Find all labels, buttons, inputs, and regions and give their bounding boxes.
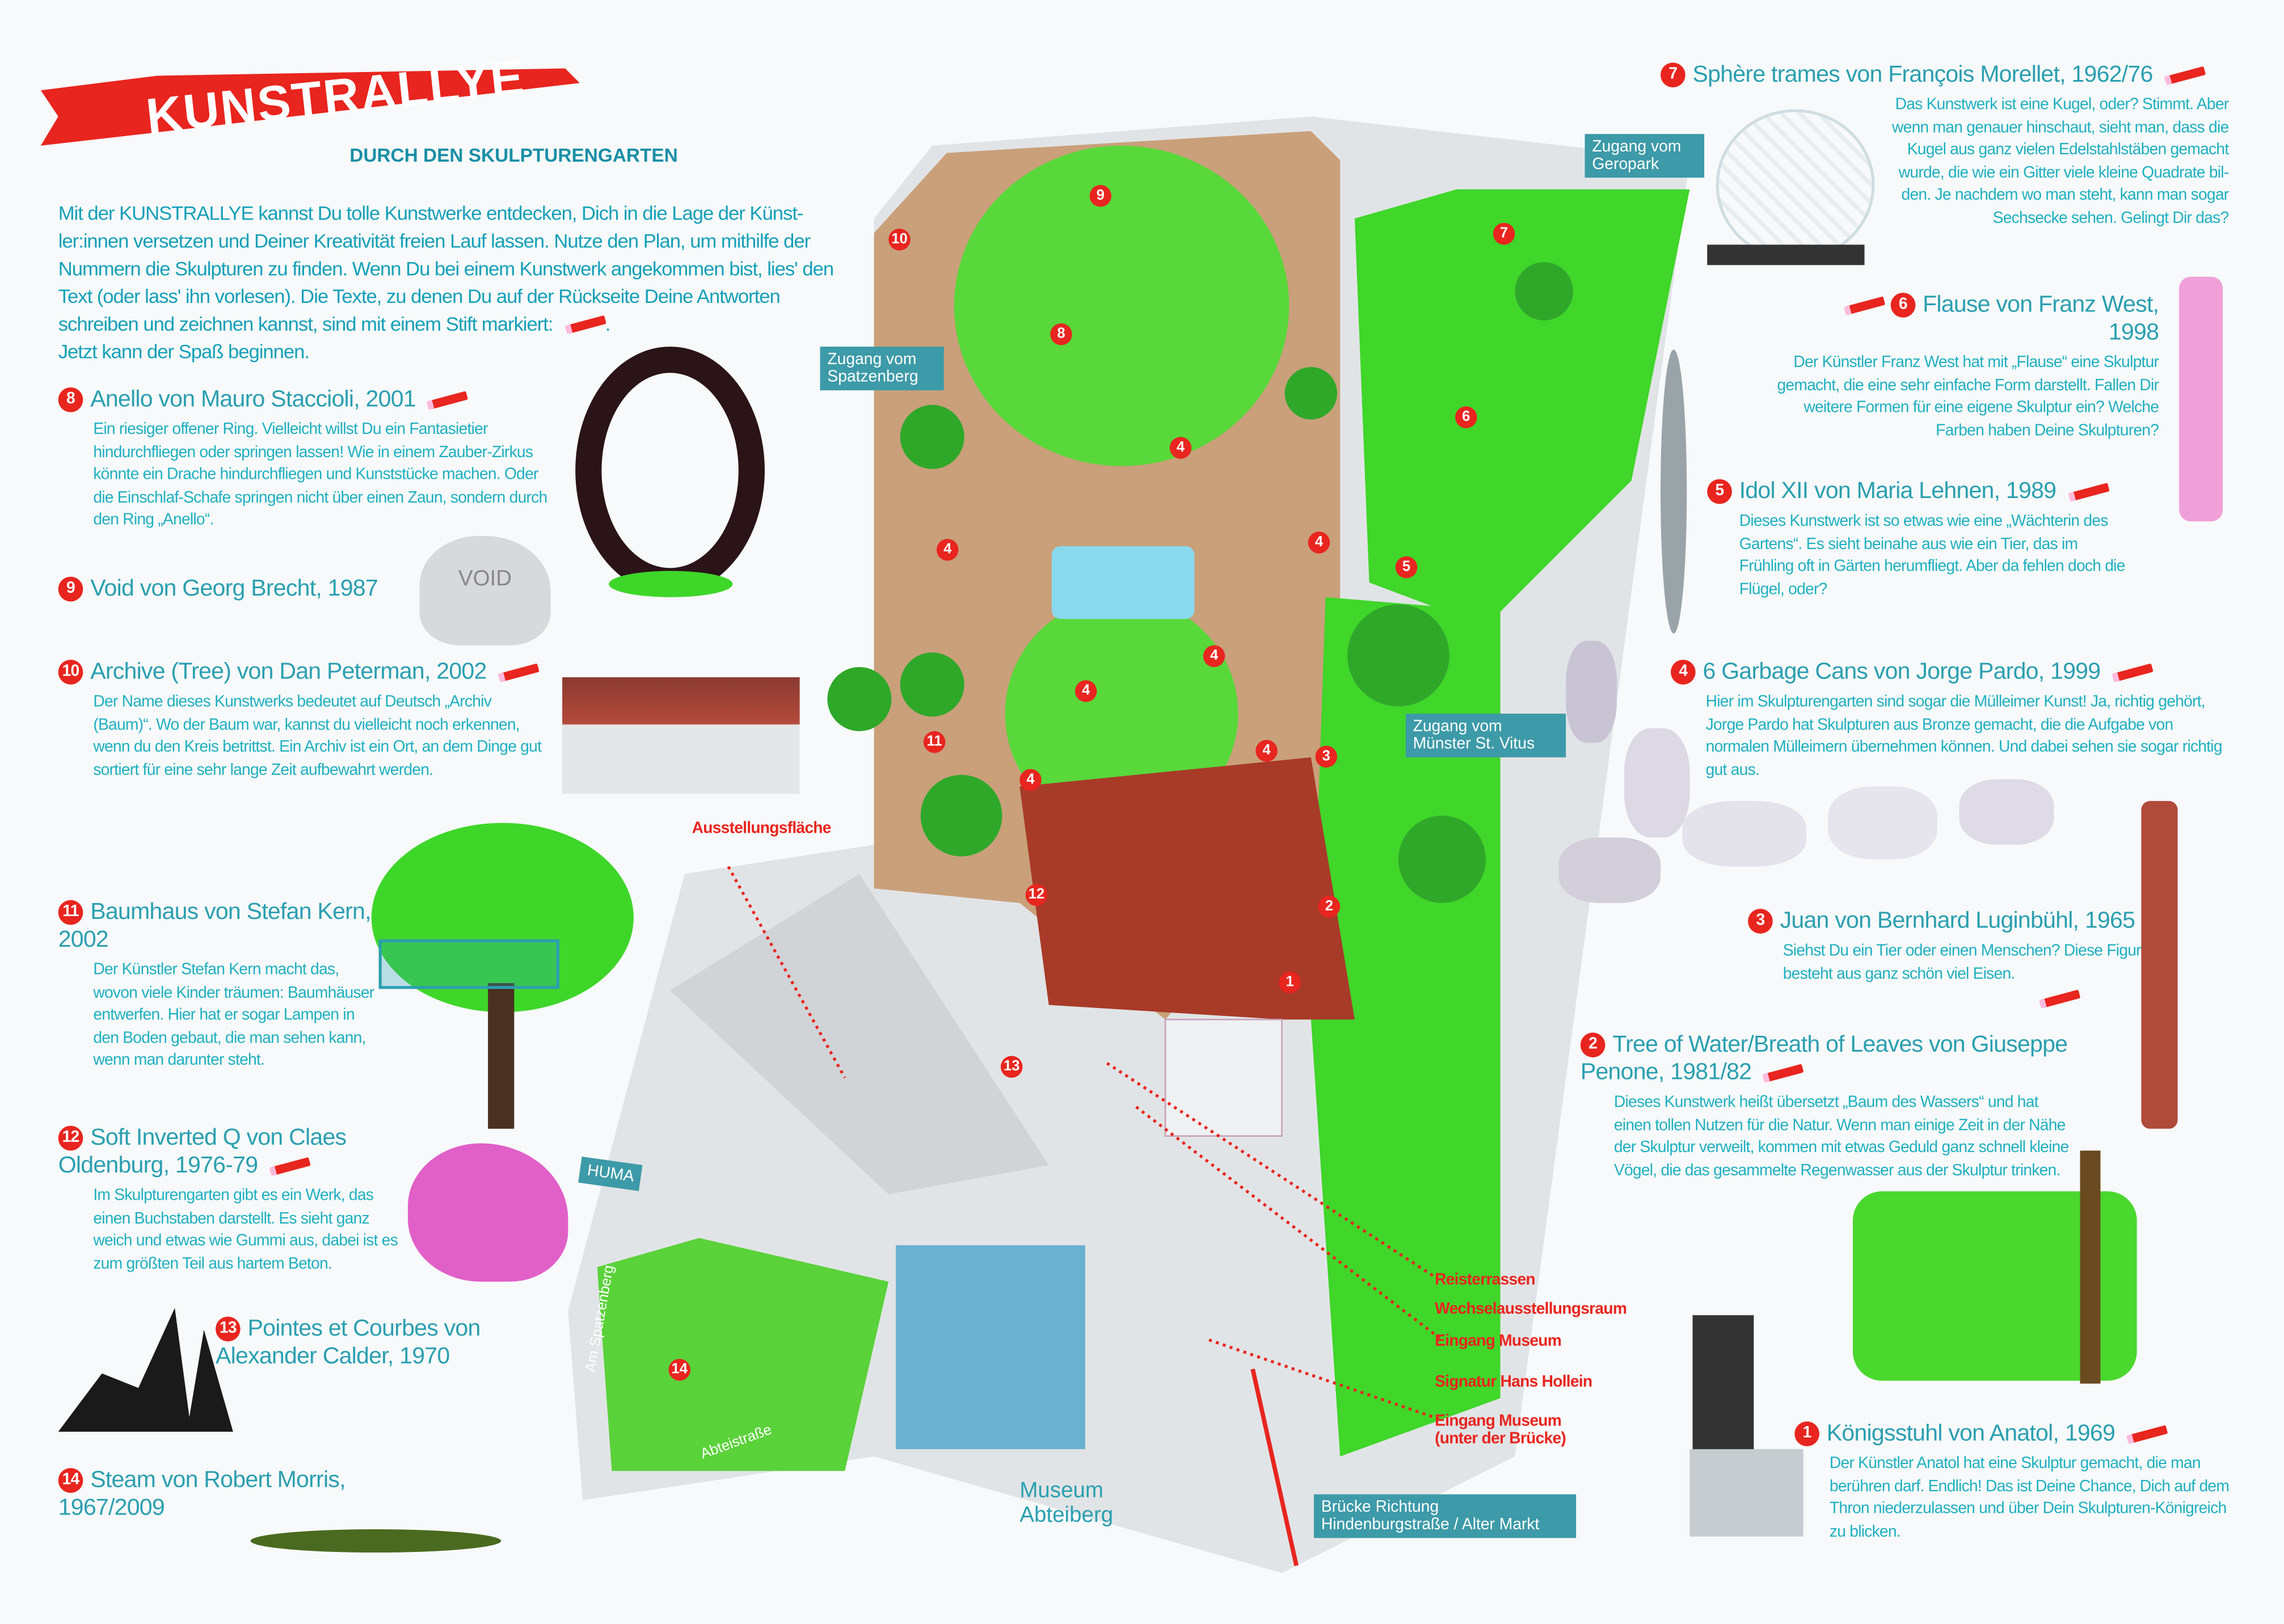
pencil-icon [427, 390, 469, 410]
map-marker-4[interactable]: 4 [1074, 680, 1097, 702]
map-marker-13[interactable]: 13 [1000, 1056, 1023, 1078]
garbage-cans-illustration [1558, 640, 2061, 903]
pencil-icon [2067, 482, 2109, 501]
title-banner [40, 68, 580, 146]
pencil-icon [2112, 663, 2154, 682]
label-eingang-bruecke: Eingang Museum (unter der Brücke) [1435, 1412, 1566, 1448]
map-marker-5[interactable]: 5 [1395, 556, 1418, 579]
pencil-icon [1763, 1063, 1805, 1083]
map-marker-10[interactable]: 10 [888, 229, 911, 251]
label-ausstellungsflaeche: Ausstellungsfläche [692, 820, 832, 838]
map-marker-4[interactable]: 4 [1169, 437, 1192, 459]
map-marker-14[interactable]: 14 [668, 1359, 691, 1381]
void-stone: VOID [419, 535, 551, 646]
intro-text: Mit der KUNSTRALLYE kannst Du tolle Kuns… [58, 202, 834, 363]
label-eingang-museum: Eingang Museum [1435, 1332, 1562, 1351]
garden-map [568, 116, 1690, 1574]
idol-sculpture [1661, 349, 1687, 634]
map-marker-6[interactable]: 6 [1455, 406, 1477, 428]
throne-seat [1689, 1449, 1803, 1537]
tree-trunk [2080, 1150, 2101, 1384]
entrance-muenster: Zugang vom Münster St. Vitus [1405, 714, 1566, 758]
map-marker-4[interactable]: 4 [1308, 532, 1330, 554]
map-marker-4[interactable]: 4 [936, 539, 959, 561]
map-marker-3[interactable]: 3 [1315, 745, 1338, 768]
map-marker-12[interactable]: 12 [1025, 884, 1048, 906]
grass [609, 571, 733, 597]
map-marker-2[interactable]: 2 [1318, 896, 1341, 918]
flause-sculpture [2179, 276, 2223, 522]
map-marker-4[interactable]: 4 [1019, 769, 1042, 791]
label-terrassen: Reisterrassen [1435, 1271, 1536, 1289]
map-marker-4[interactable]: 4 [1255, 740, 1278, 762]
entrance-geropark: Zugang vom Geropark [1585, 134, 1705, 178]
artwork-title: Anello von Mauro Staccioli, 2001 [90, 387, 416, 412]
label-museum-abteiberg: Museum Abteiberg [1019, 1478, 1114, 1528]
pencil-icon [269, 1157, 311, 1176]
sphere-sculpture [1716, 109, 1875, 261]
map-marker-4[interactable]: 4 [1203, 645, 1225, 667]
pencil-icon [2038, 989, 2081, 1009]
map-marker-9[interactable]: 9 [1089, 185, 1112, 207]
map-marker-8[interactable]: 8 [1050, 323, 1072, 345]
pencil-icon [1843, 296, 1885, 315]
map-marker-1[interactable]: 1 [1279, 971, 1301, 994]
label-signatur: Signatur Hans Hollein [1435, 1373, 1592, 1391]
map-marker-11[interactable]: 11 [923, 731, 946, 753]
calder-sculpture [58, 1307, 233, 1432]
page-subtitle: DURCH DEN SKULPTURENGARTEN [349, 144, 678, 166]
pencil-icon [2126, 1424, 2168, 1444]
soft-q-sculpture [407, 1143, 568, 1282]
pencil-icon [498, 663, 540, 682]
archive-sculpture [562, 677, 800, 794]
juan-sculpture [2141, 801, 2178, 1129]
sphere-base [1707, 244, 1865, 265]
pencil-icon [2164, 66, 2206, 85]
treehouse-illustration [313, 822, 634, 1129]
label-bruecke: Brücke Richtung Hindenburgstraße / Alter… [1313, 1494, 1577, 1538]
map-marker-7[interactable]: 7 [1493, 222, 1515, 245]
steam-sculpture [250, 1529, 502, 1553]
label-wechselausstellungsraum: Wechselausstellungsraum [1435, 1300, 1627, 1318]
entrance-spatzenberg: Zugang vom Spatzenberg [820, 347, 944, 391]
artwork-text: Ein riesiger offener Ring. Vielleicht wi… [93, 421, 547, 529]
